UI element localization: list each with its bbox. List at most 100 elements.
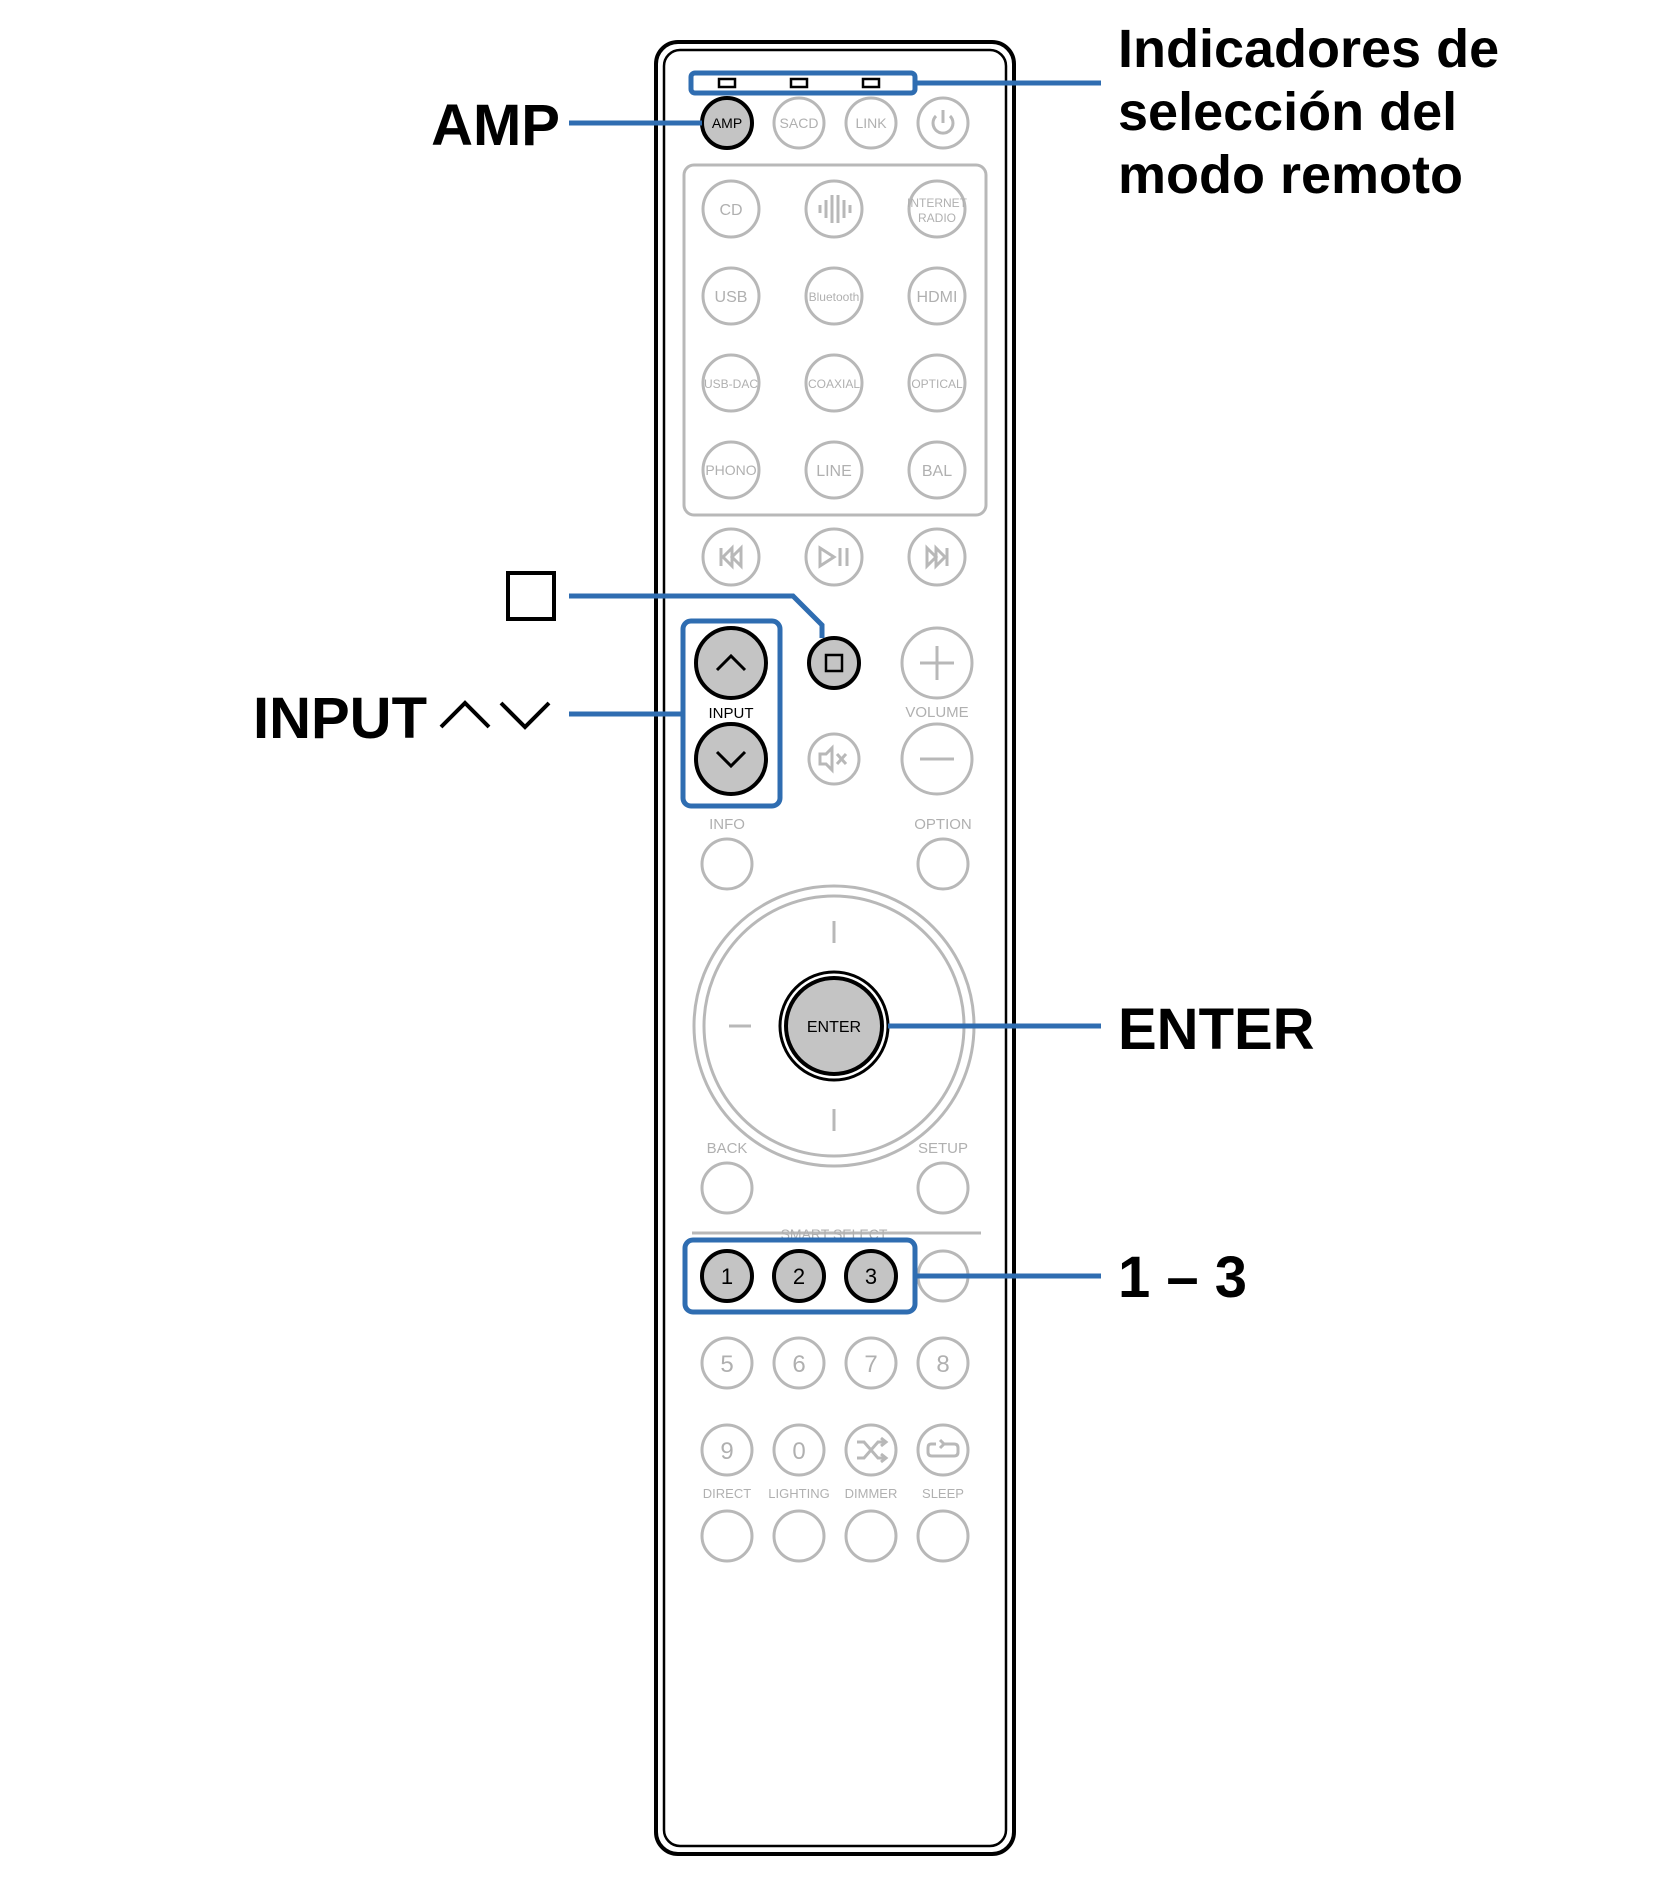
option-button[interactable] xyxy=(916,837,970,891)
chevron-down-icon xyxy=(715,750,747,769)
skip-forward-button[interactable] xyxy=(907,527,967,587)
input-up-button[interactable] xyxy=(694,626,768,700)
volume-label: VOLUME xyxy=(905,704,968,721)
optical-label: OPTICAL xyxy=(911,377,963,391)
sacd-button-label: SACD xyxy=(780,115,819,131)
hdmi-button[interactable]: HDMI xyxy=(907,266,967,326)
mute-button[interactable] xyxy=(807,732,861,786)
mute-icon xyxy=(818,744,848,774)
input-down-button[interactable] xyxy=(694,722,768,796)
number-0-label: 0 xyxy=(792,1438,805,1465)
enter-button[interactable]: ENTER xyxy=(778,970,890,1082)
stop-callout-symbol xyxy=(506,571,556,621)
info-button[interactable] xyxy=(700,837,754,891)
volume-up-button[interactable] xyxy=(900,626,974,700)
mode-indicators xyxy=(717,77,881,89)
number-9-label: 9 xyxy=(720,1438,733,1465)
number-7-button[interactable]: 7 xyxy=(844,1336,898,1390)
amp-button-label: AMP xyxy=(712,115,742,131)
setup-button[interactable] xyxy=(916,1161,970,1215)
sleep-button[interactable] xyxy=(916,1509,970,1563)
bal-label: BAL xyxy=(922,463,952,480)
bluetooth-button[interactable]: Bluetooth xyxy=(804,266,864,326)
shuffle-icon xyxy=(857,1436,889,1464)
lighting-button[interactable] xyxy=(772,1509,826,1563)
stop-leader-line xyxy=(569,593,825,638)
repeat-button[interactable] xyxy=(916,1423,970,1477)
sacd-button[interactable]: SACD xyxy=(772,96,826,150)
indicators-callout-line3: modo remoto xyxy=(1118,145,1463,205)
link-button-label: LINK xyxy=(855,115,887,131)
link-button[interactable]: LINK xyxy=(844,96,898,150)
setup-label: SETUP xyxy=(918,1140,968,1157)
info-label: INFO xyxy=(709,816,745,833)
number-9-button[interactable]: 9 xyxy=(700,1423,754,1477)
phono-label: PHONO xyxy=(705,462,756,478)
sleep-label: SLEEP xyxy=(922,1486,964,1501)
usb-button[interactable]: USB xyxy=(701,266,761,326)
power-icon xyxy=(931,110,955,135)
direct-button[interactable] xyxy=(700,1509,754,1563)
hdmi-label: HDMI xyxy=(917,289,958,306)
skip-back-icon xyxy=(719,544,743,570)
volume-down-button[interactable] xyxy=(900,722,974,796)
usb-label: USB xyxy=(715,289,748,306)
phono-button[interactable]: PHONO xyxy=(701,440,761,500)
number-0-button[interactable]: 0 xyxy=(772,1423,826,1477)
heos-icon xyxy=(818,195,852,223)
input-label: INPUT xyxy=(709,705,754,722)
line-button[interactable]: LINE xyxy=(804,440,864,500)
smart-3-label: 3 xyxy=(865,1264,877,1289)
indicators-callout-line1: Indicadores de xyxy=(1118,19,1499,79)
skip-forward-icon xyxy=(925,544,949,570)
bal-button[interactable]: BAL xyxy=(907,440,967,500)
repeat-icon xyxy=(926,1438,960,1458)
shuffle-button[interactable] xyxy=(844,1423,898,1477)
lighting-label: LIGHTING xyxy=(768,1486,829,1501)
line-label: LINE xyxy=(816,463,852,480)
stop-icon xyxy=(824,653,844,673)
usb-dac-label: USB-DAC xyxy=(704,377,758,391)
dimmer-button[interactable] xyxy=(844,1509,898,1563)
back-label: BACK xyxy=(707,1140,748,1157)
input-arrows-icon xyxy=(439,700,551,730)
cd-label: CD xyxy=(719,202,742,219)
number-5-button[interactable]: 5 xyxy=(700,1336,754,1390)
number-6-button[interactable]: 6 xyxy=(772,1336,826,1390)
number-8-button[interactable]: 8 xyxy=(916,1336,970,1390)
plus-icon xyxy=(920,646,954,680)
cd-button[interactable]: CD xyxy=(701,179,761,239)
power-button[interactable] xyxy=(916,96,970,150)
dimmer-label: DIMMER xyxy=(845,1486,898,1501)
amp-callout: AMP xyxy=(431,93,560,158)
internet-radio-label-1: INTERNET xyxy=(907,196,968,210)
usb-dac-button[interactable]: USB-DAC xyxy=(701,353,761,413)
back-button[interactable] xyxy=(700,1161,754,1215)
optical-button[interactable]: OPTICAL xyxy=(907,353,967,413)
indicators-callout-line2: selección del xyxy=(1118,82,1457,142)
enter-callout: ENTER xyxy=(1118,997,1315,1062)
bluetooth-label: Bluetooth xyxy=(809,290,860,304)
stop-button[interactable] xyxy=(807,636,861,690)
play-pause-button[interactable] xyxy=(804,527,864,587)
smart-select-1-button[interactable]: 1 xyxy=(700,1249,754,1303)
input-callout: INPUT xyxy=(253,686,427,751)
smart-2-label: 2 xyxy=(793,1264,805,1289)
number-7-label: 7 xyxy=(864,1351,877,1378)
heos-button[interactable] xyxy=(804,179,864,239)
number-6-label: 6 xyxy=(792,1351,805,1378)
smart-select-3-button[interactable]: 3 xyxy=(844,1249,898,1303)
internet-radio-label-2: RADIO xyxy=(918,211,956,225)
option-label: OPTION xyxy=(914,816,972,833)
smart-1-label: 1 xyxy=(721,1264,733,1289)
internet-radio-button[interactable]: INTERNET RADIO xyxy=(907,179,968,239)
play-pause-icon xyxy=(818,545,849,569)
skip-back-button[interactable] xyxy=(701,527,761,587)
smart-select-2-button[interactable]: 2 xyxy=(772,1249,826,1303)
number-8-label: 8 xyxy=(936,1351,949,1378)
chevron-up-icon xyxy=(715,653,747,672)
coaxial-button[interactable]: COAXIAL xyxy=(804,353,864,413)
smart-range-callout: 1 – 3 xyxy=(1118,1245,1247,1310)
amp-button[interactable]: AMP xyxy=(700,96,754,150)
